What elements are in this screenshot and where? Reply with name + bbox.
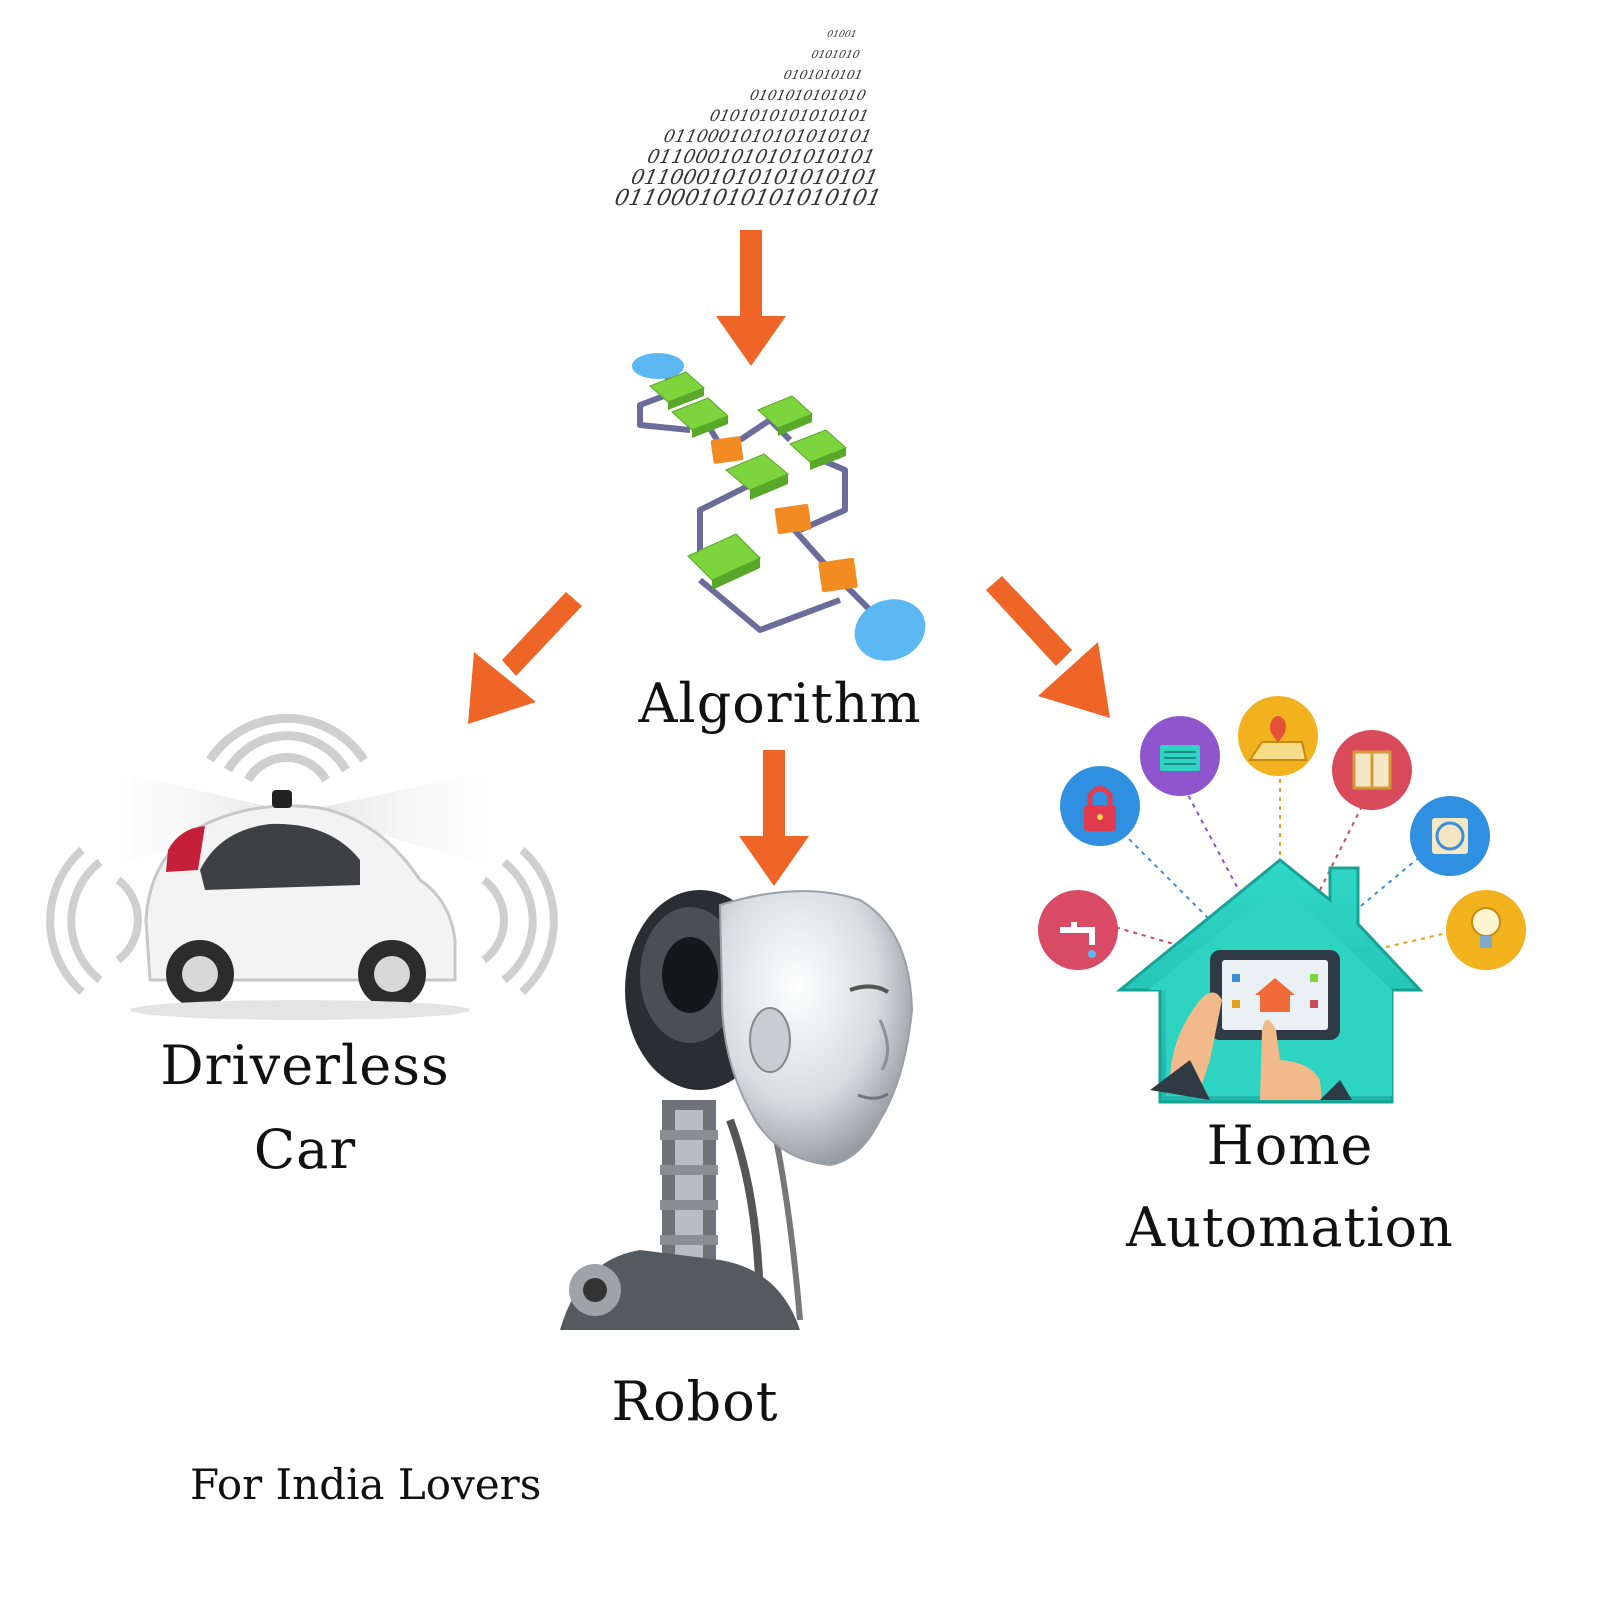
driverless-car-image: [46, 713, 558, 1020]
robot-image: [560, 890, 914, 1330]
binary-line: 0110001010101010101: [662, 127, 874, 147]
binary-line: 0101010101010101: [708, 106, 871, 125]
label-home-line2: Automation: [1126, 1196, 1454, 1259]
label-robot: Robot: [611, 1370, 779, 1433]
binary-line: 0101010101: [782, 67, 864, 82]
arrow-algorithm-to-car: [468, 592, 582, 724]
label-driverless-car-line2: Car: [253, 1118, 357, 1181]
fan-icon: [1410, 796, 1490, 876]
home-automation-image: [1038, 696, 1526, 1104]
arrow-algorithm-to-robot: [739, 750, 809, 886]
label-home-line1: Home: [1206, 1114, 1374, 1177]
binary-line: 01001: [826, 29, 858, 40]
map-pin-icon: [1238, 696, 1318, 776]
binary-line: 0101010101010: [748, 88, 867, 104]
arrow-data-to-algorithm: [716, 230, 786, 366]
heater-icon: [1140, 716, 1220, 796]
arrow-algorithm-to-home: [986, 576, 1110, 718]
label-driverless-car-line1: Driverless: [160, 1034, 450, 1097]
binary-line: 0101010: [810, 48, 861, 61]
binary-data-image: 0110001010101010101011000101010101010101…: [612, 29, 883, 211]
label-algorithm: Algorithm: [638, 672, 922, 735]
binary-line: 0110001010101010101: [612, 185, 883, 211]
tap-icon: [1038, 890, 1118, 970]
lock-icon: [1060, 766, 1140, 846]
flowchart-image: [632, 353, 926, 661]
window-icon: [1332, 730, 1412, 810]
watermark-text: For India Lovers: [190, 1460, 542, 1509]
binary-line: 0110001010101010101: [645, 146, 877, 168]
bulb-icon: [1446, 890, 1526, 970]
binary-line: 0110001010101010101: [629, 165, 880, 189]
